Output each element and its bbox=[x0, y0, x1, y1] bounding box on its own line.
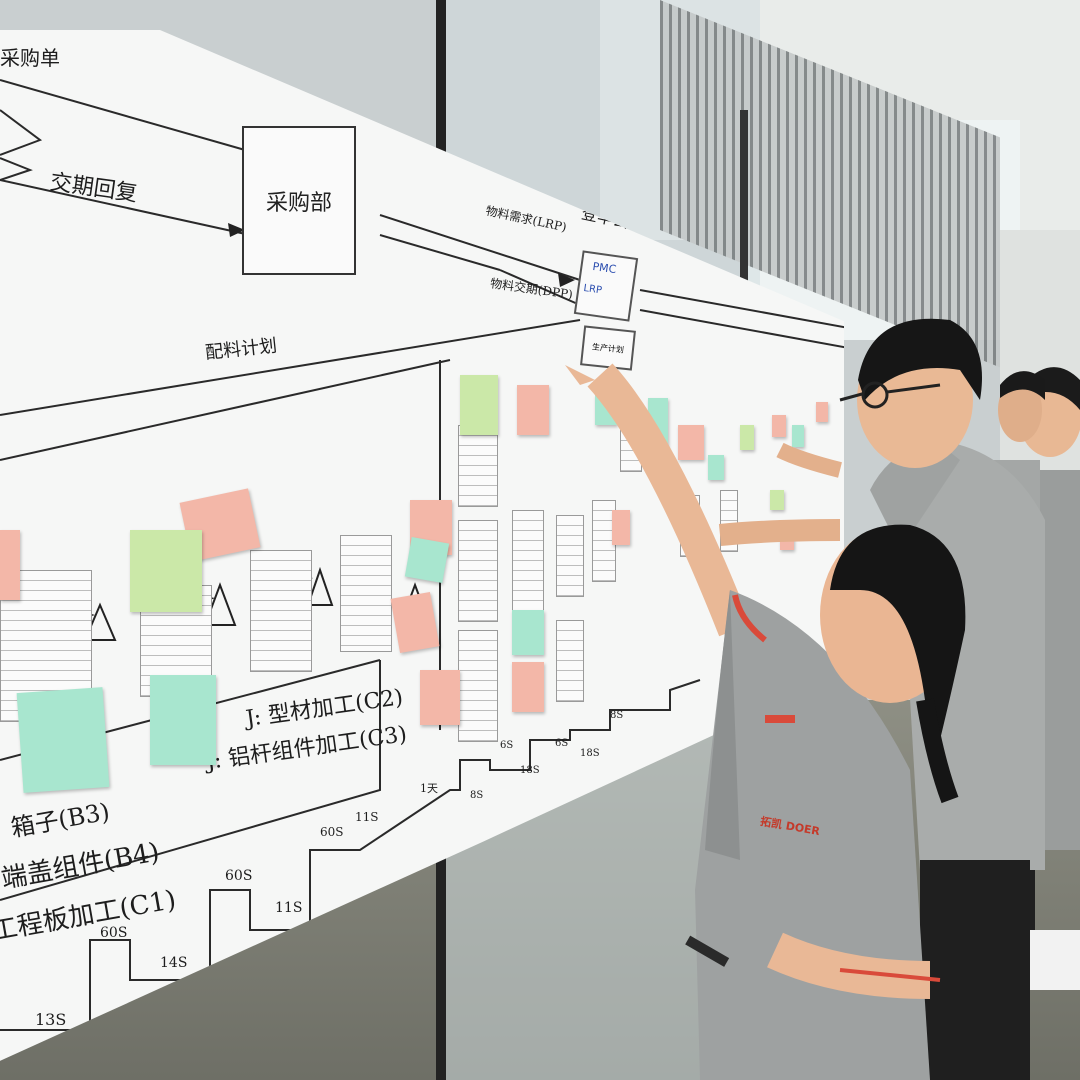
sticky-note-mint bbox=[512, 610, 544, 655]
process-data-sheet bbox=[556, 515, 584, 597]
sticky-note-pink bbox=[772, 415, 786, 437]
people-group bbox=[565, 318, 1080, 1080]
sticky-note-mint bbox=[708, 455, 724, 480]
pmc-label: PMC bbox=[591, 260, 618, 277]
timeline-label: 8S bbox=[610, 710, 624, 721]
procurement-box: 采购部 bbox=[242, 126, 356, 275]
timeline-label: 1天 bbox=[420, 782, 438, 795]
process-data-sheet bbox=[512, 510, 544, 612]
process-data-sheet bbox=[250, 550, 312, 672]
timeline-label: 8S bbox=[470, 790, 484, 801]
person-woman-front bbox=[565, 363, 966, 1080]
timeline-label: 14S bbox=[160, 955, 188, 971]
process-data-sheet bbox=[458, 520, 498, 622]
timeline-label: 60S bbox=[100, 925, 128, 941]
sticky-note-pink bbox=[0, 530, 20, 600]
sticky-note-green bbox=[740, 425, 754, 450]
sticky-note-mint bbox=[150, 675, 216, 765]
sticky-note-green bbox=[130, 530, 202, 612]
timeline-label: 13S bbox=[35, 1010, 67, 1029]
timeline-label: 6S bbox=[555, 738, 569, 749]
sticky-note-pink bbox=[678, 425, 704, 460]
label-purchase: 采购单 bbox=[0, 46, 60, 70]
timeline-label: 18S bbox=[580, 748, 600, 759]
process-data-sheet bbox=[340, 535, 392, 652]
sticky-note-mint bbox=[792, 425, 804, 447]
sticky-note-green bbox=[770, 490, 784, 510]
sticky-note-pink bbox=[612, 510, 630, 545]
sticky-note-pink bbox=[816, 402, 828, 422]
timeline-label: 11S bbox=[355, 810, 379, 824]
timeline-label: 60S bbox=[320, 825, 344, 839]
sticky-note-pink bbox=[512, 662, 544, 712]
timeline-label: 60S bbox=[225, 868, 253, 884]
timeline-label: 18S bbox=[520, 765, 540, 776]
process-data-sheet bbox=[458, 425, 498, 507]
sticky-note-mint bbox=[16, 687, 110, 793]
process-data-sheet bbox=[458, 630, 498, 742]
sticky-note-pink bbox=[517, 385, 549, 435]
sticky-note-green bbox=[460, 375, 498, 435]
process-data-sheet bbox=[556, 620, 584, 702]
timeline-label: 11S bbox=[275, 900, 303, 916]
timeline-label: 6S bbox=[500, 740, 514, 751]
sticky-note-mint bbox=[404, 537, 450, 583]
sticky-note-pink bbox=[420, 670, 460, 725]
